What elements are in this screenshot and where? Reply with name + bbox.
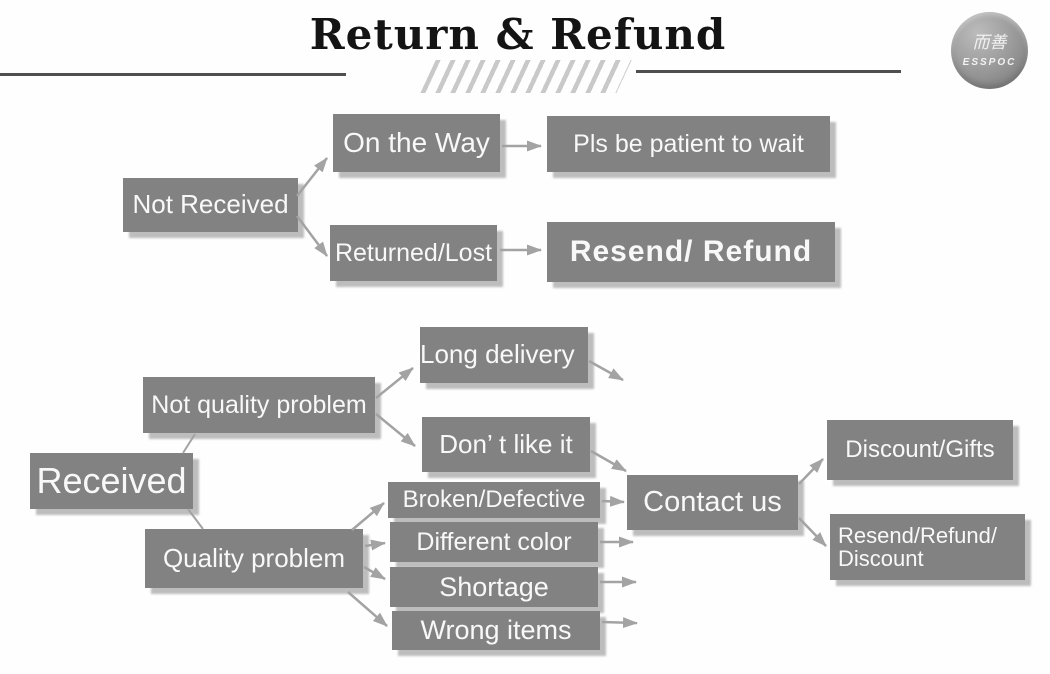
esspoc-logo: 而善 ESSPOC	[951, 12, 1028, 89]
node-resend-refund-discount: Resend/Refund/ Discount	[830, 514, 1025, 580]
arrow-not-quality-to-long-delivery	[375, 367, 414, 399]
header-rule-right	[636, 70, 901, 73]
arrow-contact-us-to-discount-gifts	[798, 458, 824, 485]
arrow-dont-like-it-to-contact-us	[590, 449, 627, 473]
node-pls-be-patient: Pls be patient to wait	[547, 116, 830, 172]
logo-chinese-text: 而善	[972, 33, 1007, 53]
node-long-delivery: Long delivery	[420, 327, 588, 383]
node-different-color: Different color	[390, 522, 598, 562]
node-on-the-way: On the Way	[333, 114, 500, 172]
node-resend-refund: Resend/ Refund	[547, 222, 835, 282]
arrow-quality-to-broken-defective	[351, 502, 385, 531]
node-quality-problem: Quality problem	[145, 529, 363, 588]
line-received-to-quality-problem	[187, 508, 204, 530]
page-title: Return & Refund	[309, 10, 727, 59]
node-contact-us: Contact us	[627, 475, 798, 530]
arrow-quality-to-shortage	[363, 565, 386, 581]
arrow-not-received-to-on-the-way	[296, 157, 328, 197]
node-received: Received	[30, 453, 193, 509]
arrow-long-delivery-out	[588, 359, 624, 382]
header-rule-left	[0, 73, 346, 76]
node-dont-like-it: Don’ t like it	[422, 417, 590, 472]
arrow-contact-us-to-resend-refund-discount	[798, 517, 827, 547]
node-discount-gifts: Discount/Gifts	[827, 420, 1013, 480]
line-received-to-not-quality-problem	[182, 433, 196, 454]
node-returned-lost: Returned/Lost	[330, 225, 497, 281]
arrow-not-received-to-returned-lost	[296, 215, 328, 257]
arrow-wrong-items-out	[601, 617, 638, 629]
arrow-not-quality-to-dont-like-it	[375, 413, 416, 447]
arrow-broken-to-contact-us	[601, 495, 625, 507]
node-broken-defective: Broken/Defective	[388, 482, 600, 518]
arrow-quality-to-different-color	[364, 539, 386, 551]
header-hatch-decoration	[420, 60, 632, 93]
logo-brand-text: ESSPOC	[962, 57, 1017, 68]
node-not-received: Not Received	[123, 178, 298, 232]
node-not-quality-problem: Not quality problem	[143, 377, 375, 433]
arrow-quality-to-wrong-items	[347, 591, 388, 627]
node-wrong-items: Wrong items	[392, 611, 600, 650]
node-shortage: Shortage	[390, 567, 598, 607]
